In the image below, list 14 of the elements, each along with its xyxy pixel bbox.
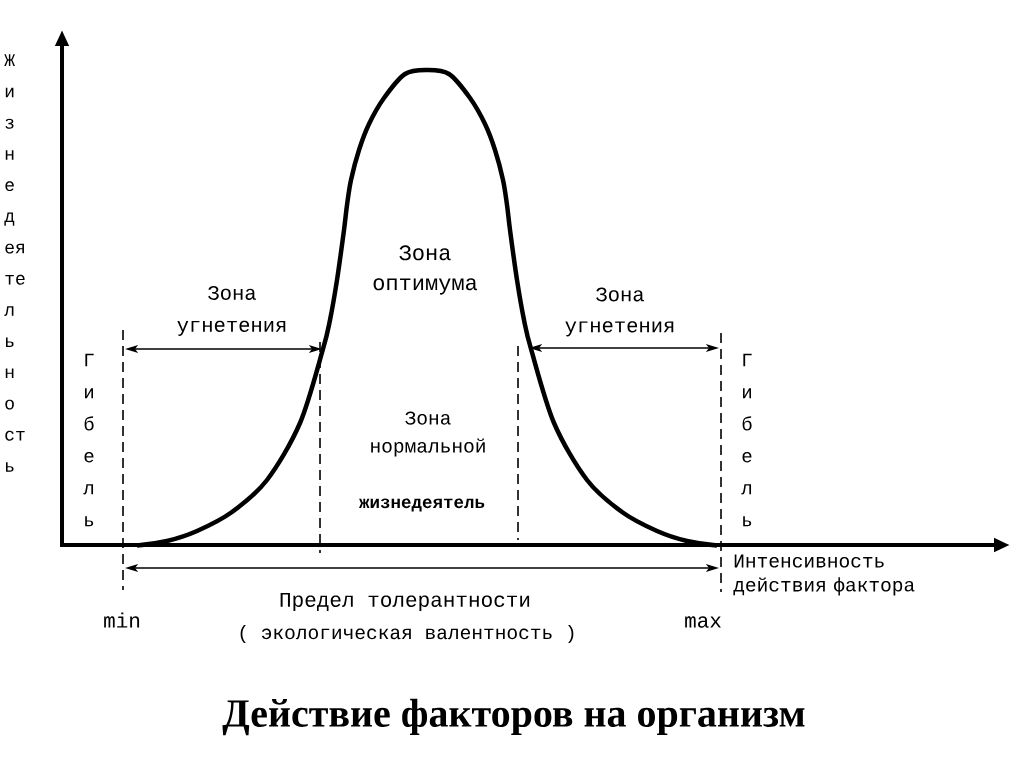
vertical-label: Г и б е л ь [83, 353, 94, 527]
zone-label: Зона оптимума [373, 245, 478, 295]
axis-label: Ж и з н е д ея те л ь н о ст ь [4, 54, 25, 472]
title: Действие факторов на организм [222, 698, 805, 736]
limit-label: min [104, 612, 140, 628]
range-label: Предел толерантности [280, 592, 530, 612]
range-label: ( экологическая валентность ) [240, 624, 574, 644]
limit-label: max [685, 616, 721, 628]
axis-label: Интенсивность действия фактора [733, 554, 915, 596]
zone-label: жизнедеятель [359, 498, 485, 512]
zone-label: Зона нормальной [371, 411, 485, 457]
vertical-label: Г и б е л ь [741, 353, 752, 527]
zone-label: Зона угнетения [177, 286, 286, 336]
zone-label: Зона угнетения [565, 287, 674, 337]
